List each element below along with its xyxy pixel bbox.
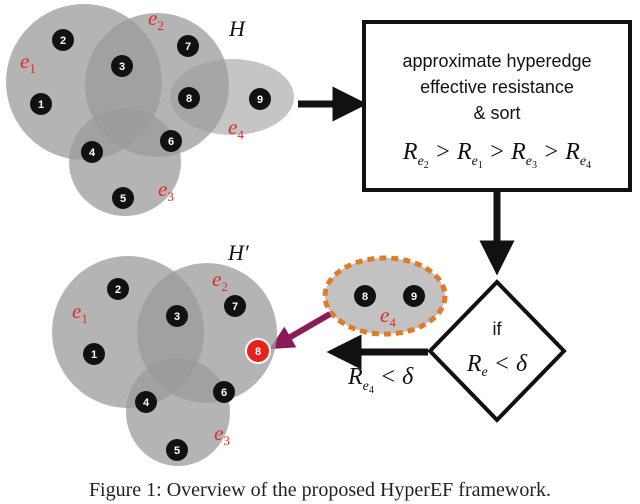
svg-text:3: 3 — [174, 311, 180, 323]
hyperedge-e3 — [69, 108, 181, 216]
result-node-2: 2 — [107, 278, 129, 300]
svg-text:3: 3 — [119, 61, 125, 73]
process-box: approximate hyperedge effective resistan… — [362, 20, 632, 192]
result-edge-label-e1: e1 — [72, 299, 88, 326]
result-node-7: 7 — [224, 295, 246, 317]
node-6: 6 — [160, 130, 182, 152]
node-8: 8 — [178, 87, 200, 109]
node-5: 5 — [112, 187, 134, 209]
svg-text:2: 2 — [115, 284, 121, 296]
decision-if-label: if — [493, 319, 503, 339]
result-node-3: 3 — [166, 305, 188, 327]
decision-condition: Re < δ — [466, 351, 528, 380]
graph-title-h-prime: H′ — [227, 240, 250, 265]
edge-label-e2: e2 — [148, 6, 164, 33]
svg-text:8: 8 — [186, 93, 192, 105]
removed-node-9: 9 — [403, 285, 425, 307]
svg-text:7: 7 — [185, 41, 191, 53]
result-node-5: 5 — [166, 439, 188, 461]
result-node-4: 4 — [135, 391, 157, 413]
node-7: 7 — [177, 35, 199, 57]
edge-label-e4: e4 — [228, 115, 244, 142]
result-edge-label-e2: e2 — [212, 267, 228, 294]
svg-text:9: 9 — [257, 94, 263, 106]
merged-node-8: 8 — [245, 338, 271, 364]
result-condition: Re4 < δ — [347, 364, 414, 396]
svg-text:4: 4 — [89, 147, 96, 159]
svg-text:1: 1 — [91, 349, 97, 361]
svg-text:2: 2 — [60, 35, 66, 47]
svg-text:5: 5 — [174, 445, 180, 457]
removed-node-8: 8 — [354, 285, 376, 307]
svg-text:9: 9 — [411, 291, 417, 303]
node-2: 2 — [52, 29, 74, 51]
result-hyperedge-e3 — [126, 358, 230, 466]
removed-hyperedge-e4: 8 9 e4 — [322, 255, 448, 337]
top-hypergraph: H e1 e2 e4 e3 1 2 3 4 5 6 7 8 9 — [6, 4, 294, 216]
edge-label-e1: e1 — [20, 49, 36, 76]
process-line-1: approximate hyperedge — [402, 51, 591, 71]
removed-edge-label: e4 — [380, 303, 396, 330]
svg-text:7: 7 — [232, 301, 238, 313]
graph-title-h: H — [228, 16, 246, 41]
svg-text:4: 4 — [143, 397, 150, 409]
resistance-ordering: Re2 > Re1 > Re3 > Re4 — [402, 139, 591, 171]
bottom-hypergraph: H′ e1 e2 e3 1 2 3 4 5 6 7 8 — [52, 240, 277, 466]
svg-text:6: 6 — [168, 136, 174, 148]
svg-text:1: 1 — [38, 99, 44, 111]
decision-diamond: if Re < δ — [427, 279, 567, 423]
result-node-6: 6 — [213, 381, 235, 403]
svg-text:5: 5 — [120, 193, 126, 205]
node-9: 9 — [249, 88, 271, 110]
edge-label-e3: e3 — [158, 177, 174, 204]
svg-text:6: 6 — [221, 387, 227, 399]
process-line-3: & sort — [473, 103, 520, 123]
result-edge-label-e3: e3 — [214, 421, 230, 448]
svg-text:8: 8 — [362, 291, 368, 303]
process-line-2: effective resistance — [420, 77, 574, 97]
figure-caption: Figure 1: Overview of the proposed Hyper… — [89, 479, 551, 501]
node-4: 4 — [81, 141, 103, 163]
merge-arrow — [269, 311, 332, 350]
result-node-1: 1 — [83, 343, 105, 365]
svg-text:8: 8 — [255, 346, 261, 358]
node-1: 1 — [30, 93, 52, 115]
node-3: 3 — [111, 55, 133, 77]
